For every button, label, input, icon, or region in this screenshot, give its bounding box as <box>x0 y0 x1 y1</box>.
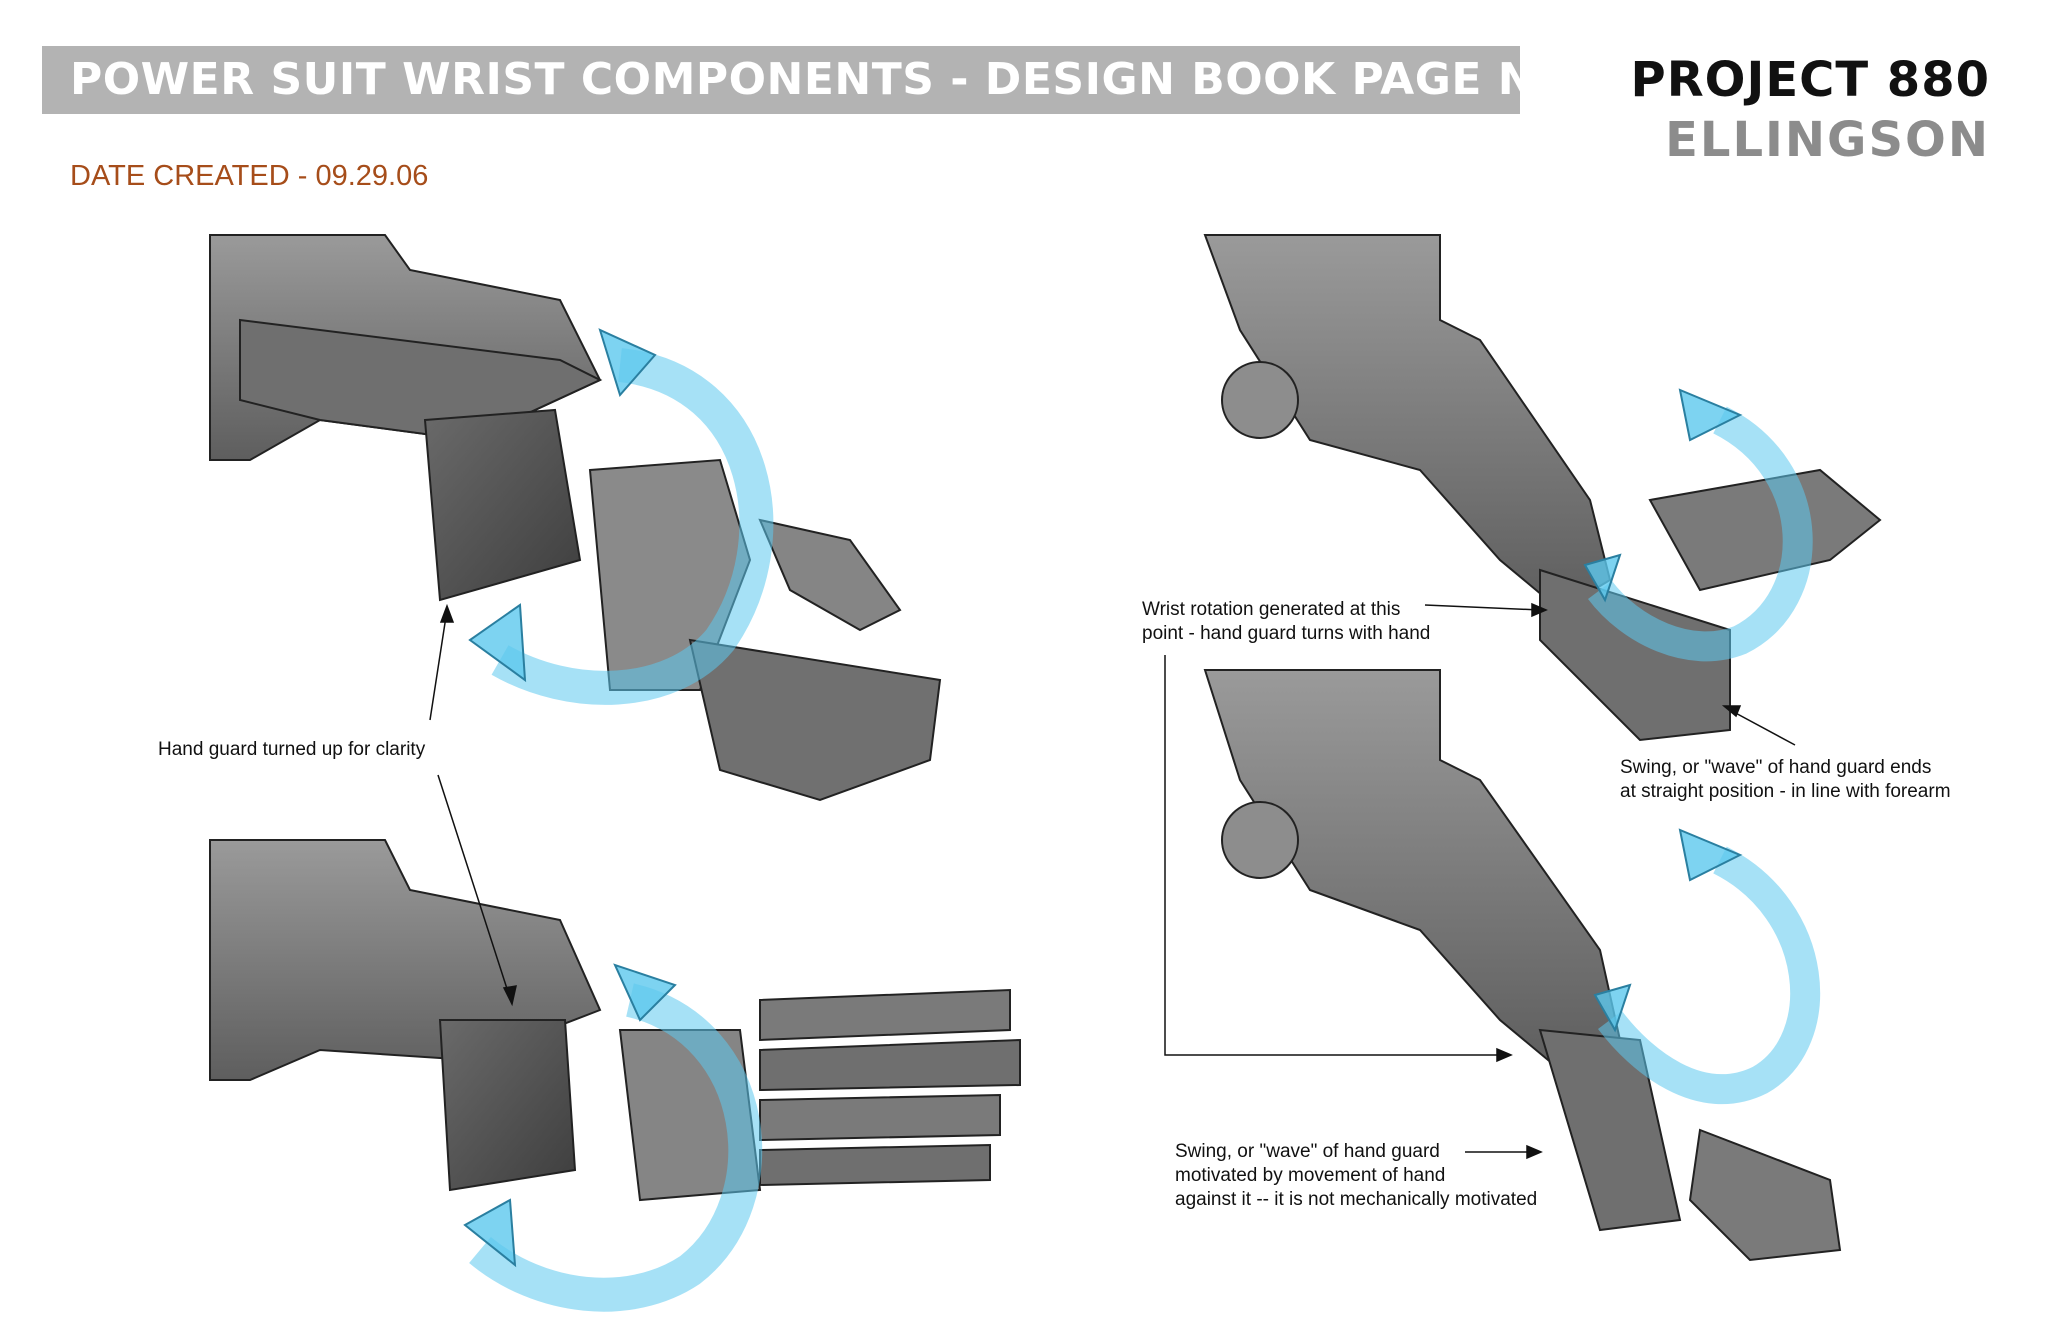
arrow-head-icon <box>1678 388 1743 442</box>
rotation-arrow-top-right <box>1583 388 1813 662</box>
annotation-hand-guard: Hand guard turned up for clarity <box>158 739 426 760</box>
leader-lines <box>429 602 1796 1160</box>
rotation-arrow-bottom-right <box>1593 828 1821 1105</box>
arrow-head-icon <box>1593 983 1632 1033</box>
annotation-swing-motivated-line2: motivated by movement of hand <box>1175 1165 1446 1186</box>
rotation-arrow-top-left <box>468 328 774 705</box>
rotation-arrow-bottom-left <box>463 963 763 1312</box>
page-title: POWER SUIT WRIST COMPONENTS - DESIGN BOO… <box>70 54 1520 105</box>
annotation-swing-straight-line2: at straight position - in line with fore… <box>1620 781 1951 802</box>
arm-top-left <box>209 234 942 802</box>
artist-label: ELLINGSON <box>1665 112 1990 168</box>
arrow-head-icon <box>468 603 527 683</box>
page-title-bar: POWER SUIT WRIST COMPONENTS - DESIGN BOO… <box>42 46 1520 114</box>
arm-top-right <box>1203 234 1882 742</box>
arrow-head-icon <box>613 963 677 1022</box>
annotation-wrist-rotation-line1: Wrist rotation generated at this <box>1142 599 1401 620</box>
annotation-wrist-rotation-line2: point - hand guard turns with hand <box>1142 623 1431 644</box>
arm-bottom-left <box>209 839 1021 1202</box>
annotation-swing-motivated-line1: Swing, or "wave" of hand guard <box>1175 1141 1440 1162</box>
annotation-swing-straight-line1: Swing, or "wave" of hand guard ends <box>1620 757 1932 778</box>
arrow-head-icon <box>1583 553 1622 603</box>
project-label: PROJECT 880 <box>1630 52 1990 108</box>
arrow-head-icon <box>598 328 657 398</box>
annotation-swing-motivated-line3: against it -- it is not mechanically mot… <box>1175 1189 1538 1210</box>
arrow-head-icon <box>1678 828 1743 882</box>
date-created: DATE CREATED - 09.29.06 <box>70 160 429 192</box>
arm-bottom-right <box>1203 669 1842 1262</box>
arrow-head-icon <box>463 1198 517 1268</box>
